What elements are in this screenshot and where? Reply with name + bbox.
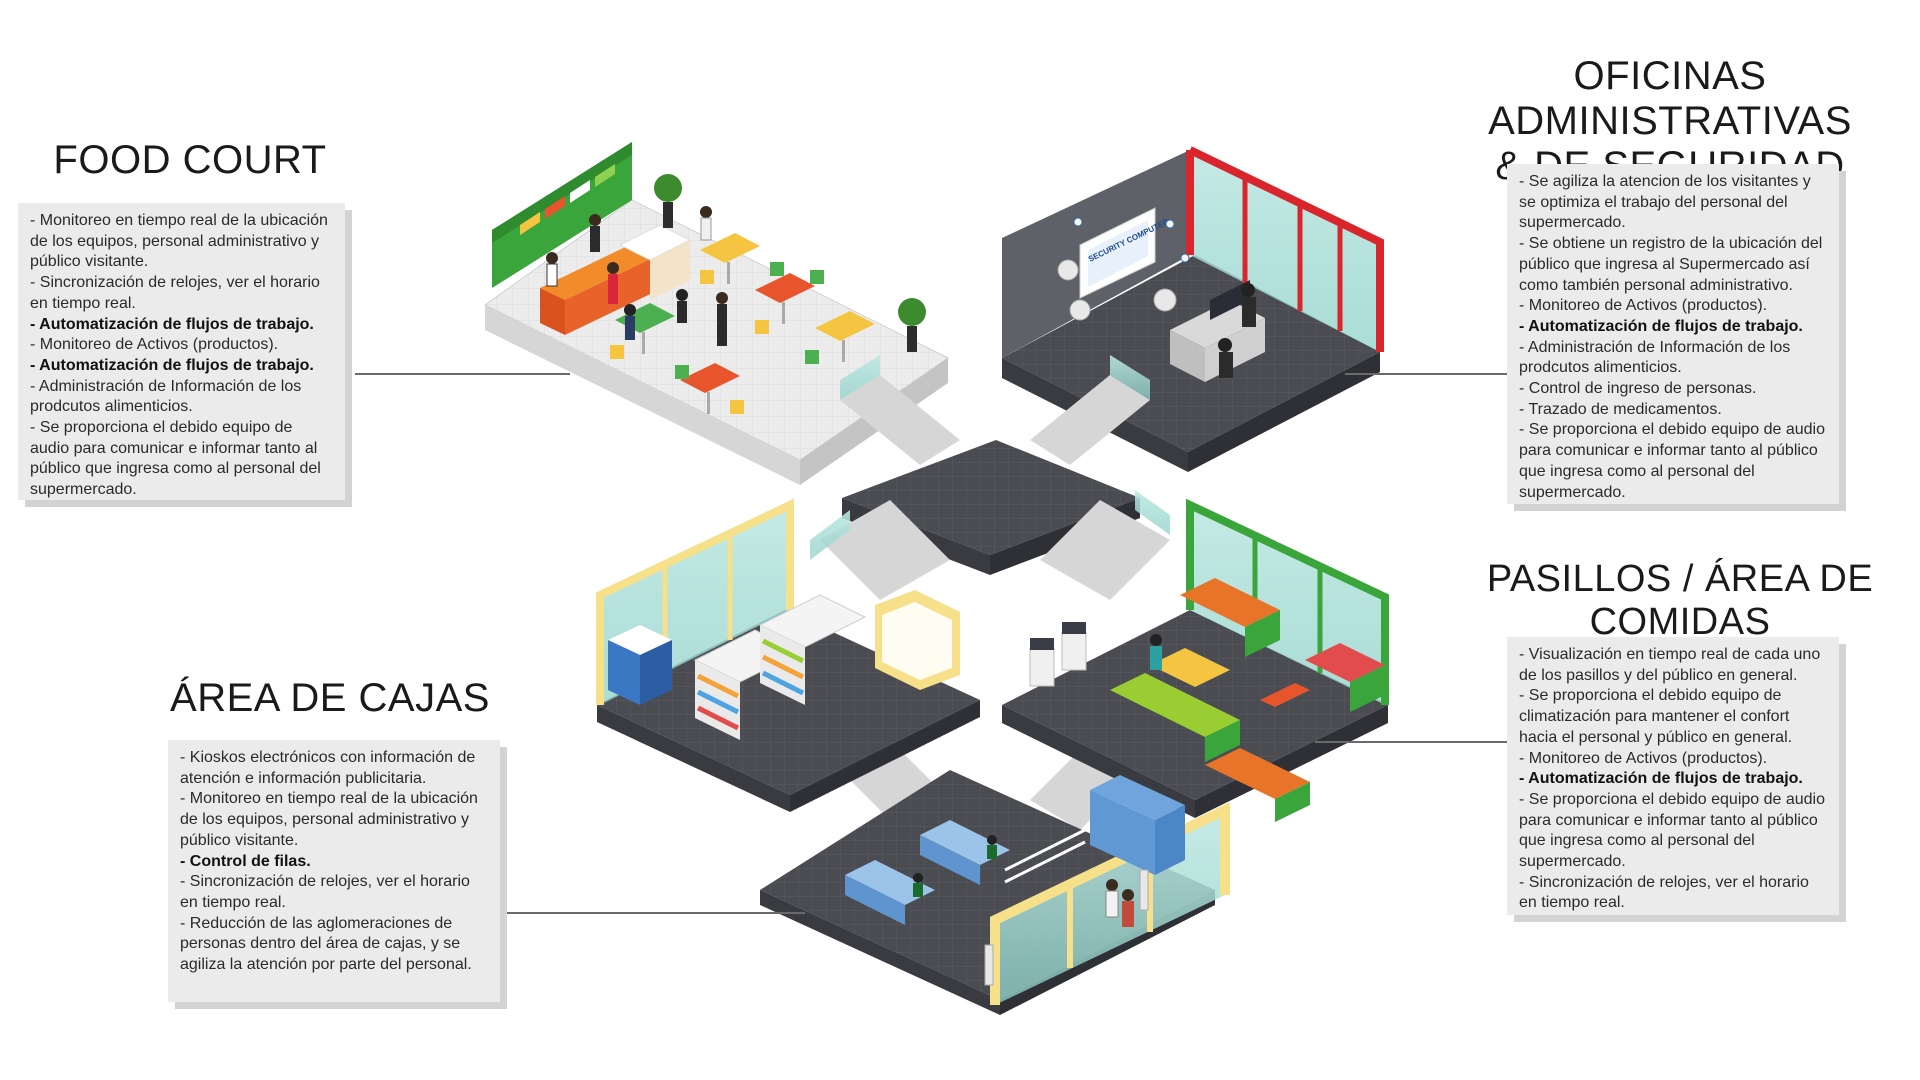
info-list-item: - Se agiliza la atencion de los visitant… <box>1519 173 1811 232</box>
info-list-item: - Visualización en tiempo real de cada u… <box>1519 646 1821 684</box>
info-list-item: - Trazado de medicamentos. <box>1519 400 1722 418</box>
info-list-item: - Administración de Información de los p… <box>30 377 302 416</box>
oficinas-info-box: - Se agiliza la atencion de los visitant… <box>1507 164 1839 504</box>
info-list-item: - Kioskos electrónicos con información d… <box>180 749 476 787</box>
food-court-people <box>546 206 728 346</box>
connector-food-court <box>355 373 570 375</box>
info-list-item: - Sincronización de relojes, ver el hora… <box>1519 873 1809 912</box>
info-list-item: - Automatización de flujos de trabajo. <box>1519 317 1803 335</box>
info-list-item: - Se proporciona el debido equipo de aud… <box>1519 790 1826 871</box>
cajas-title: ÁREA DE CAJAS <box>170 676 490 720</box>
connector-oficinas <box>1345 373 1510 375</box>
food-court-room <box>484 142 949 485</box>
offices-red-glass-wall <box>1190 150 1380 352</box>
oficinas-list: - Se agiliza la atencion de los visitant… <box>1519 172 1827 503</box>
info-list-item: - Administración de Información de los p… <box>1519 338 1791 377</box>
produce-crates <box>1110 578 1385 822</box>
pasillos-title: PASILLOS / ÁREA DE COMIDAS <box>1486 558 1874 643</box>
connector-cajas <box>505 912 805 914</box>
info-list-item: - Se proporciona el debido equipo de aud… <box>30 419 321 499</box>
cajas-info-box: - Kioskos electrónicos con información d… <box>168 740 500 1002</box>
food-court-list: - Monitoreo en tiempo real de la ubicaci… <box>30 211 333 501</box>
info-list-item: - Automatización de flujos de trabajo. <box>30 356 314 374</box>
food-court-info-box: - Monitoreo en tiempo real de la ubicaci… <box>18 203 345 500</box>
cajas-list: - Kioskos electrónicos con información d… <box>180 748 488 976</box>
info-list-item: - Reducción de las aglomeraciones de per… <box>180 914 472 974</box>
aisles-room <box>596 498 980 812</box>
produce-room <box>1002 498 1389 822</box>
info-list-item: - Control de ingreso de personas. <box>1519 380 1757 398</box>
checkout-counters <box>845 820 1010 925</box>
checkout-room <box>760 770 1230 1015</box>
pasillos-list: - Visualización en tiempo real de cada u… <box>1519 645 1827 914</box>
info-list-item: - Monitoreo de Activos (productos). <box>30 336 279 354</box>
info-list-item: - Monitoreo de Activos (productos). <box>1519 297 1768 315</box>
info-list-item: - Monitoreo en tiempo real de la ubicaci… <box>180 790 478 849</box>
info-list-item: - Se obtiene un registro de la ubicación… <box>1519 235 1823 294</box>
pasillos-info-box: - Visualización en tiempo real de cada u… <box>1507 637 1839 915</box>
connector-pasillos <box>1315 741 1510 743</box>
info-list-item: - Sincronización de relojes, ver el hora… <box>180 873 470 911</box>
central-stairs <box>810 355 1170 830</box>
info-list-item: - Sincronización de relojes, ver el hora… <box>30 274 320 312</box>
central-platform <box>842 440 1140 555</box>
food-court-title: FOOD COURT <box>53 138 327 182</box>
info-list-item: - Se proporciona el debido equipo de cli… <box>1519 687 1793 746</box>
aisles-shelves <box>693 590 960 740</box>
oficinas-title-line1: OFICINAS ADMINISTRATIVAS <box>1488 54 1852 143</box>
info-list-item: - Monitoreo de Activos (productos). <box>1519 749 1768 767</box>
info-list-item: - Control de filas. <box>180 852 311 870</box>
info-list-item: - Automatización de flujos de trabajo. <box>30 315 314 333</box>
info-list-item: - Automatización de flujos de trabajo. <box>1519 770 1803 788</box>
info-list-item: - Monitoreo en tiempo real de la ubicaci… <box>30 212 328 271</box>
info-list-item: - Se proporciona el debido equipo de aud… <box>1519 421 1826 501</box>
